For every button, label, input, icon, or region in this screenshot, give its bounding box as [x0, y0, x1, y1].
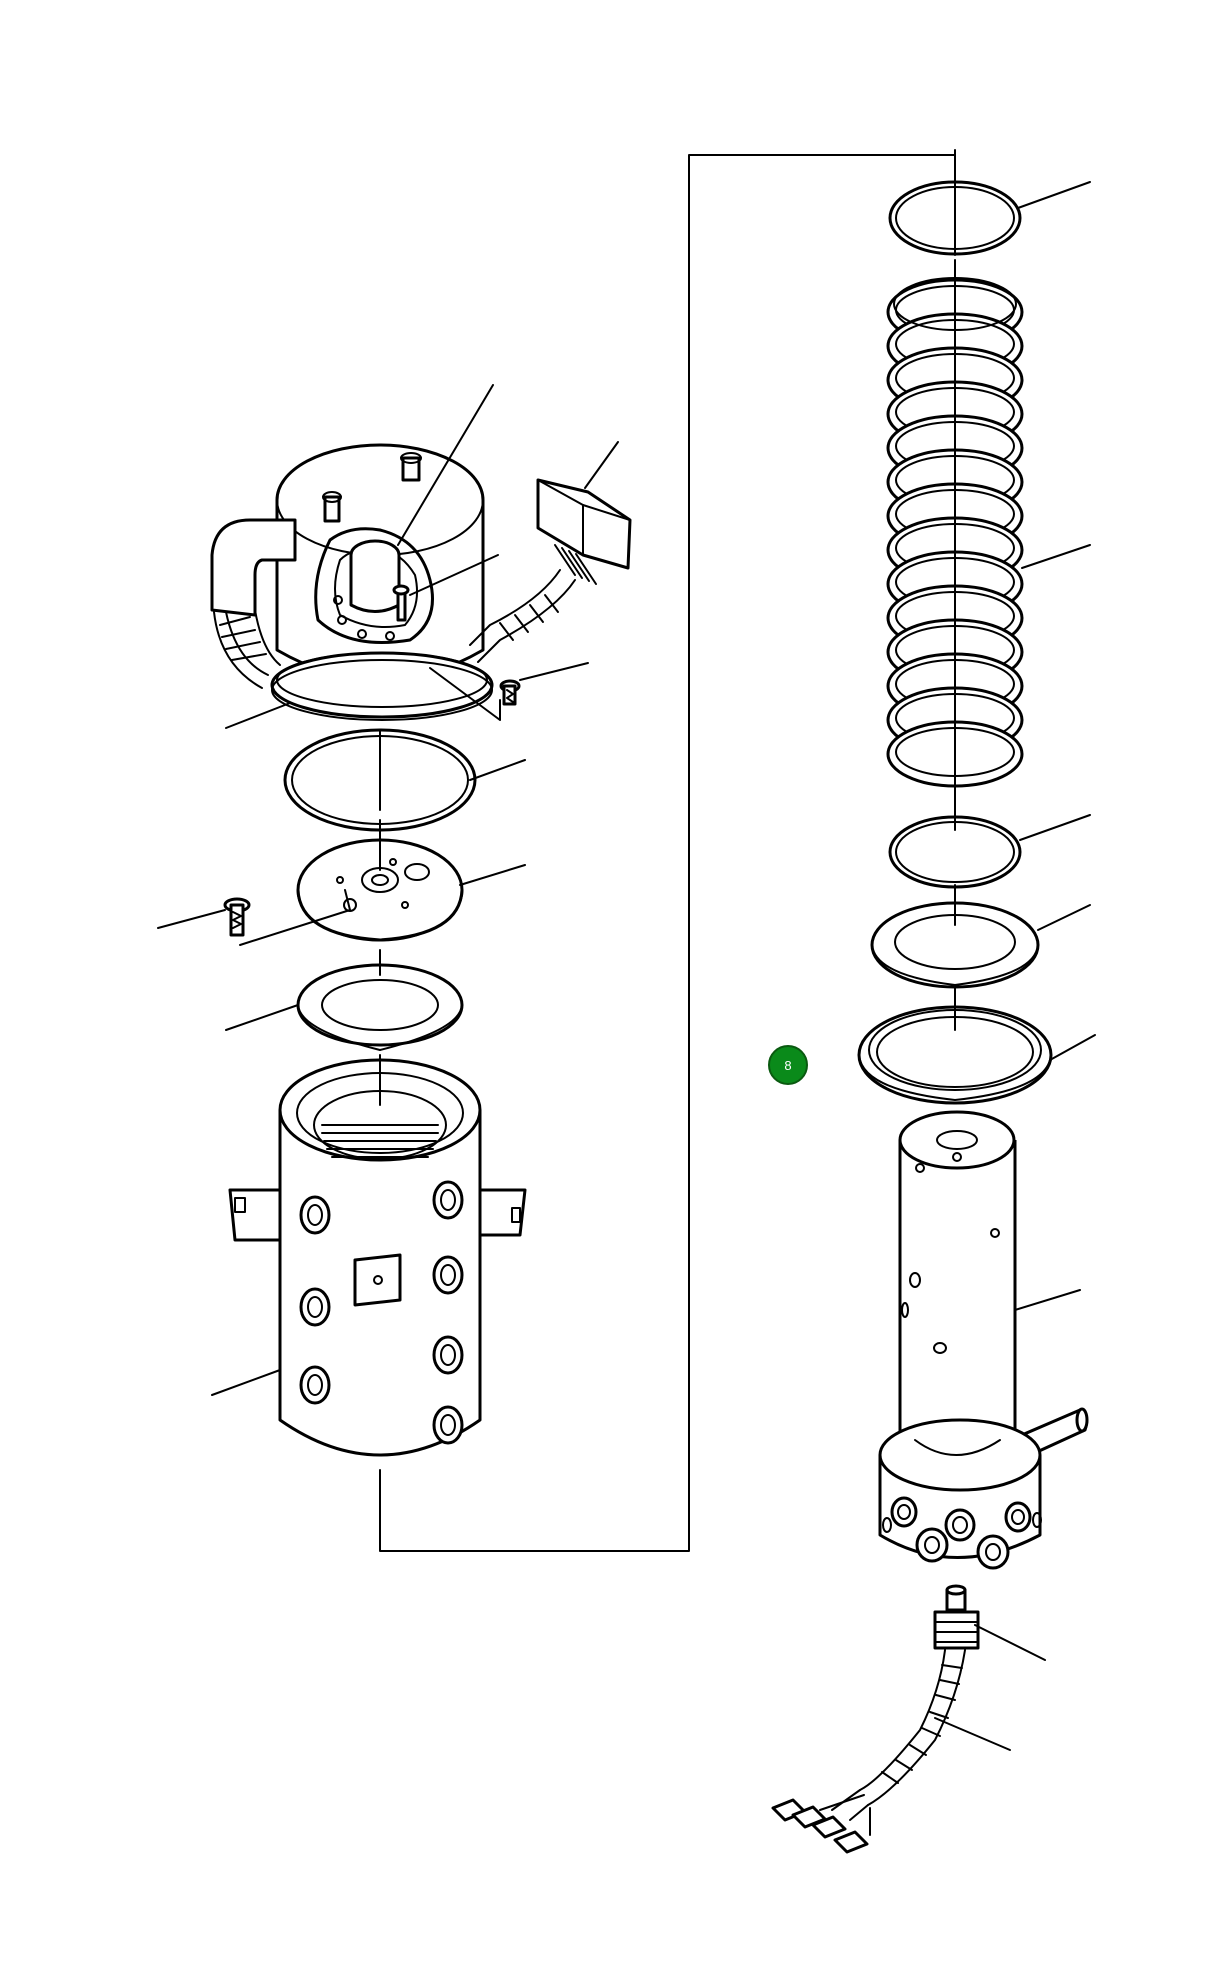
rotor-base: [878, 1418, 1042, 1570]
screw-right: [499, 679, 521, 706]
distribution-plate: [296, 838, 464, 942]
cable-gland: [933, 1584, 980, 1650]
elbow-pipe: [210, 518, 297, 689]
callout-badge[interactable]: 8: [768, 1045, 808, 1085]
callout-number: 8: [784, 1058, 791, 1073]
left-assembly: [157, 384, 632, 1457]
washer-ring: [870, 901, 1040, 989]
cable-harness: [771, 1649, 966, 1854]
housing-ports: [299, 1180, 464, 1445]
connector-cable: [469, 478, 632, 663]
screw-left: [223, 897, 251, 937]
top-housing: [270, 443, 494, 721]
left-leader-lines: [157, 384, 619, 1396]
rotor-shaft: [898, 1110, 1089, 1464]
barrel-housing: [228, 1058, 527, 1457]
harness-plugs: [771, 1798, 869, 1854]
flat-seal-ring: [296, 963, 464, 1051]
right-leader-lines: [934, 181, 1096, 1751]
assembly-connector-frame: [379, 154, 956, 1552]
right-assembly: [771, 149, 1096, 1854]
callout-badge-circle: [768, 1045, 808, 1085]
